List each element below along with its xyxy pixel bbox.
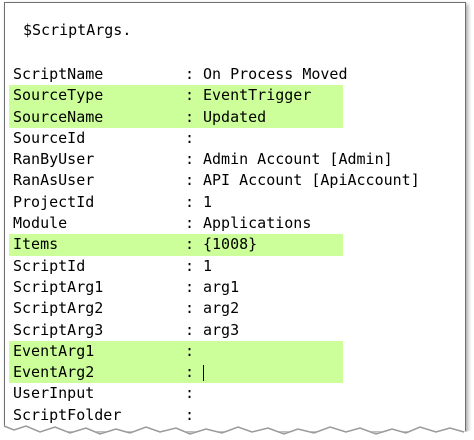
row-highlight	[9, 362, 343, 384]
arg-value: On Process Moved	[203, 65, 348, 83]
arg-key: SourceName	[13, 107, 104, 126]
row-highlight	[9, 106, 343, 128]
arg-row: SourceName: Updated	[5, 106, 465, 128]
arg-key: ScriptName	[13, 65, 104, 83]
arg-separator: :	[185, 214, 195, 233]
arg-row: ScriptName: On Process Moved	[5, 64, 465, 85]
arg-key: EventArg2	[13, 363, 95, 382]
arg-value: arg2	[203, 299, 240, 318]
arg-value: {1008}	[203, 235, 258, 254]
arg-row: RanByUser: Admin Account [Admin]	[5, 149, 465, 170]
arg-separator: :	[185, 277, 195, 296]
console-output-panel: $ScriptArgs. ScriptName: On Process Moved…	[4, 2, 466, 431]
arg-row: ProjectId:1	[5, 192, 465, 213]
arg-separator: :	[185, 320, 195, 339]
arg-row: ScriptArg3: arg3	[5, 320, 465, 341]
arg-row: RanAsUser: API Account [ApiAccount]	[5, 170, 465, 191]
arg-row: Items: {1008}	[5, 234, 465, 256]
arg-row: ScriptFolder:	[5, 405, 465, 426]
arg-row: ScriptArg1: arg1	[5, 277, 465, 298]
arg-separator: :	[185, 235, 195, 254]
arg-key: RanByUser	[13, 150, 95, 169]
arg-value: 1	[203, 256, 213, 275]
arg-value: EventTrigger	[203, 86, 312, 105]
arg-key: UserInput	[13, 384, 95, 403]
arg-key: SourceType	[13, 86, 104, 105]
arg-separator: :	[185, 86, 195, 105]
arg-key: SourceId	[13, 128, 86, 147]
arg-separator: :	[185, 171, 195, 190]
arg-key: Module	[13, 214, 68, 233]
arg-row: ScriptArg2: arg2	[5, 298, 465, 319]
arg-separator: :	[185, 256, 195, 275]
arg-row: ScriptId:1	[5, 256, 465, 277]
arg-separator: :	[185, 107, 195, 126]
arg-separator: :	[185, 299, 195, 318]
arg-row: EventArg2:	[5, 362, 465, 384]
arg-key: ScriptArg1	[13, 277, 104, 296]
arg-separator: :	[185, 384, 195, 403]
text-caret	[203, 365, 204, 382]
arg-row: EventArg1:	[5, 340, 465, 363]
arg-separator: :	[185, 341, 195, 360]
arg-value: arg3	[203, 320, 240, 339]
torn-edge	[0, 424, 474, 440]
arg-key: ScriptId	[13, 256, 86, 275]
arg-separator: :	[185, 405, 195, 424]
arg-key: ProjectId	[13, 192, 95, 211]
arg-separator: :	[185, 65, 195, 83]
arg-separator: :	[185, 363, 195, 382]
arg-key: ScriptArg2	[13, 299, 104, 318]
row-highlight	[9, 340, 343, 363]
row-highlight	[9, 85, 343, 107]
arg-value: Applications	[203, 214, 312, 233]
arg-row: UserInput:	[5, 383, 465, 404]
arg-row: SourceId:	[5, 128, 465, 149]
arg-row: SourceType: EventTrigger	[5, 85, 465, 107]
arg-separator: :	[185, 192, 195, 211]
console-header: $ScriptArgs.	[23, 21, 132, 39]
arg-value: API Account [ApiAccount]	[203, 171, 420, 190]
arg-key: RanAsUser	[13, 171, 95, 190]
arg-key: EventArg1	[13, 341, 95, 360]
arg-value: Updated	[203, 107, 267, 126]
arg-separator: :	[185, 128, 195, 147]
arg-value: Admin Account [Admin]	[203, 150, 393, 169]
arg-row: Module: Applications	[5, 213, 465, 234]
arg-key: Items	[13, 235, 59, 254]
row-highlight	[9, 234, 343, 256]
arg-key: ScriptFolder	[13, 405, 122, 424]
arg-separator: :	[185, 150, 195, 169]
arg-value: 1	[203, 192, 213, 211]
arg-value: arg1	[203, 277, 240, 296]
arg-key: ScriptArg3	[13, 320, 104, 339]
